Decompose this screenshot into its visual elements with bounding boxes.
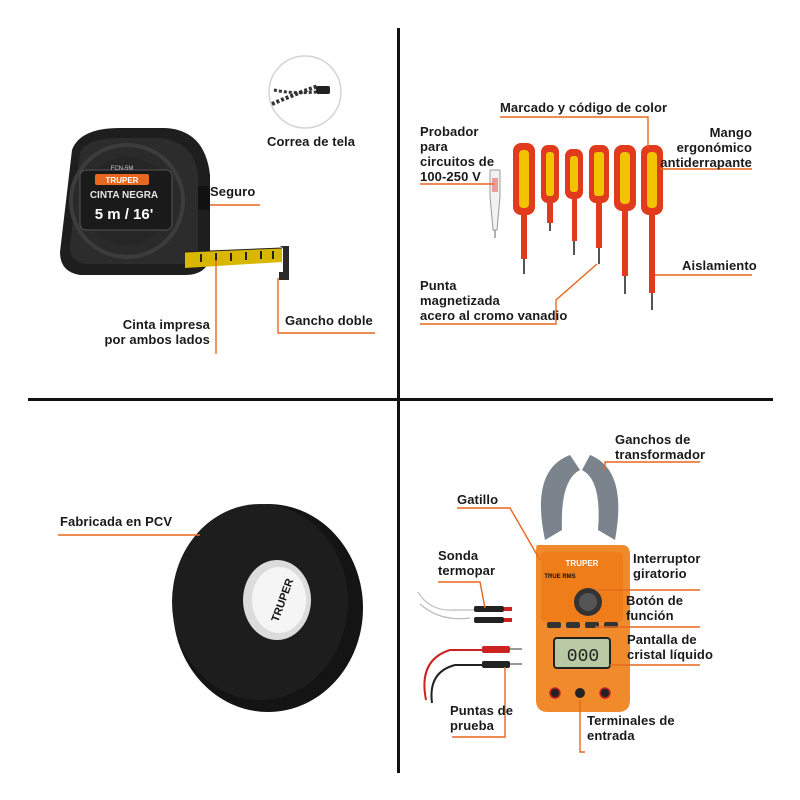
label-function-button: Botón de función [626, 593, 684, 623]
label-tester: Probador para circuitos de 100-250 V [420, 124, 495, 184]
clamp-brand-text: TRUPER [566, 559, 599, 568]
label-lock: Seguro [210, 184, 256, 199]
tape-measure-image: TRUPER FCN-5M CINTA NEGRA 5 m / 16' [60, 55, 342, 280]
label-lcd: Pantalla de cristal líquido [627, 632, 714, 662]
tape-size-text: 5 m / 16' [95, 206, 154, 223]
label-printed-tape: Cinta impresa por ambos lados [104, 317, 210, 347]
label-double-hook: Gancho doble [285, 313, 373, 328]
label-jaws: Ganchos de transformador [615, 432, 706, 462]
label-color-code: Marcado y código de color [500, 100, 668, 115]
tape-brand-text: TRUPER [106, 176, 139, 185]
label-insulation: Aislamiento [682, 258, 757, 273]
label-handle: Mango ergonómico antiderrapante [660, 125, 752, 170]
electrical-tape-image: TRUPER [172, 504, 363, 712]
clamp-meter-image: TRUPER TRUE RMS 000 [417, 455, 630, 712]
label-rotary: Interruptor giratorio [633, 551, 701, 581]
clamp-mode-text: TRUE RMS [544, 574, 575, 580]
label-terminals: Terminales de entrada [587, 713, 675, 743]
label-probes: Puntas de prueba [450, 703, 514, 733]
label-thermocouple: Sonda termopar [438, 548, 496, 578]
label-tip: Punta magnetizada acero al cromo vanadio [420, 278, 568, 323]
label-pvc: Fabricada en PCV [60, 514, 173, 529]
screwdriver-set-image [489, 143, 663, 310]
tape-model-text: FCN-5M [111, 166, 134, 172]
label-strap: Correa de tela [267, 134, 356, 149]
tape-product-name: CINTA NEGRA [90, 190, 158, 201]
horizontal-divider [28, 398, 773, 401]
label-trigger: Gatillo [457, 492, 499, 507]
clamp-display-text: 000 [567, 647, 599, 667]
